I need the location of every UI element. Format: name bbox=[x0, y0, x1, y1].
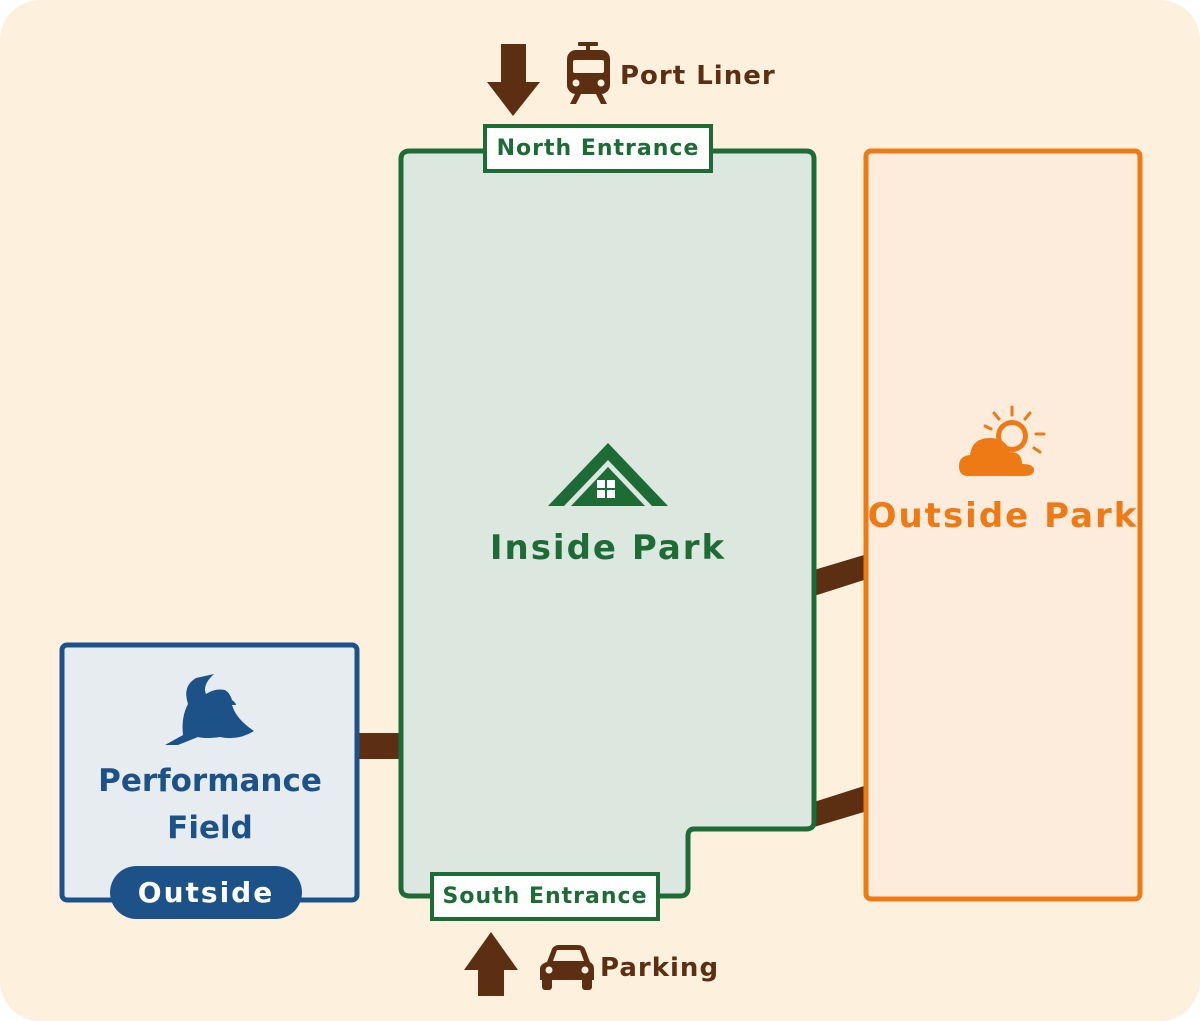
inside-park-label: Inside Park bbox=[490, 528, 726, 568]
parking-label: Parking bbox=[600, 953, 719, 983]
outside-park-label: Outside Park bbox=[868, 496, 1139, 536]
outside-badge: Outside bbox=[110, 866, 302, 919]
house-icon bbox=[548, 443, 668, 506]
inside-park-area[interactable] bbox=[398, 148, 817, 899]
port-liner-label: Port Liner bbox=[620, 61, 776, 91]
connector-field-to-inside bbox=[358, 733, 402, 759]
connector-inside-to-outside-upper bbox=[814, 555, 864, 596]
north-arrow-icon bbox=[487, 44, 540, 116]
bird-icon bbox=[165, 674, 254, 745]
car-icon bbox=[540, 945, 594, 990]
south-entrance-label[interactable]: South Entrance bbox=[430, 872, 660, 921]
connector-inside-to-outside-lower bbox=[814, 786, 864, 827]
south-arrow-icon bbox=[464, 932, 518, 996]
north-entrance-label[interactable]: North Entrance bbox=[483, 124, 713, 173]
south-entrance-text: South Entrance bbox=[442, 884, 648, 909]
tram-icon bbox=[567, 42, 610, 104]
sun-cloud-icon bbox=[959, 405, 1046, 476]
outside-park-area[interactable] bbox=[863, 148, 1143, 902]
performance-field-label-line2: Field bbox=[167, 810, 253, 846]
outside-badge-text: Outside bbox=[137, 876, 275, 909]
performance-field-label-line1: Performance bbox=[98, 763, 322, 799]
north-entrance-text: North Entrance bbox=[496, 136, 700, 161]
